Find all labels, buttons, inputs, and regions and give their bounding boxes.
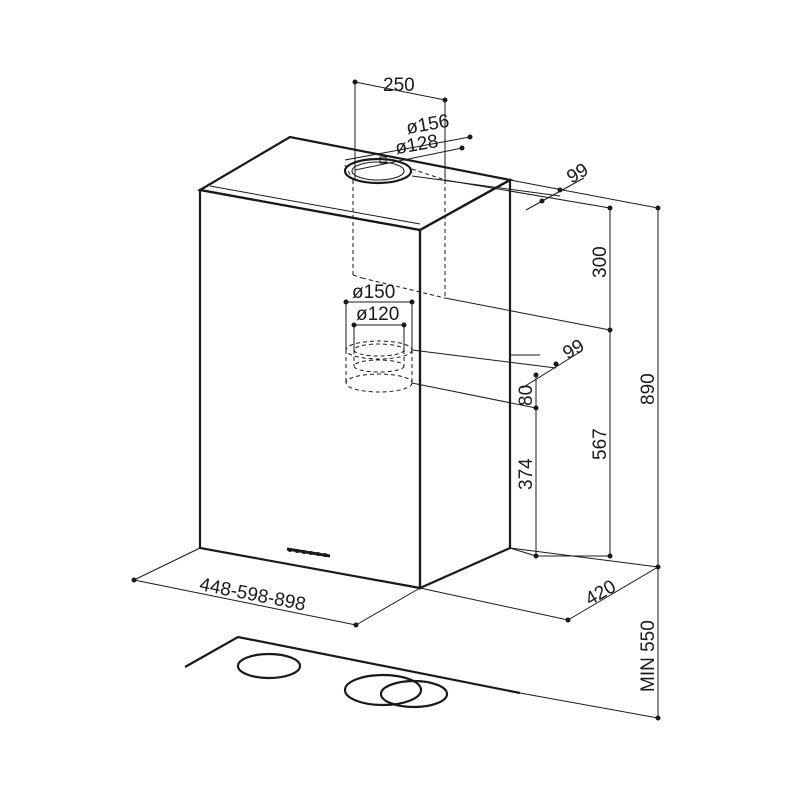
top-outlet-inner-ring — [351, 161, 405, 181]
dim-outlet-height: 80 — [411, 375, 539, 411]
label-inner-top-diameter: ø128 — [394, 131, 440, 159]
hood-body — [196, 135, 514, 590]
label-mid-depth-offset: 99 — [559, 336, 588, 365]
cooktop — [184, 635, 521, 709]
dim-mid-diameters: ø150 ø120 — [343, 282, 415, 350]
dim-chimney-height: 300 — [444, 179, 613, 333]
mid-outlet — [345, 340, 413, 393]
top-outlet-outer-ring — [343, 157, 413, 185]
dim-hood-widths: 448-598-898 — [131, 547, 421, 628]
control-panel — [286, 547, 331, 558]
label-outlet-to-bottom: 374 — [516, 458, 537, 490]
label-outer-mid-diameter: ø150 — [352, 282, 395, 303]
dim-duct-width: 250 — [352, 75, 448, 180]
dim-min-clearance: MIN 550 — [519, 567, 661, 721]
label-hood-depth: 420 — [582, 576, 620, 610]
burner-3 — [379, 679, 449, 709]
dim-total-height: 890 — [509, 179, 661, 570]
label-min-clearance: MIN 550 — [638, 620, 659, 692]
burner-1 — [236, 652, 302, 680]
dim-hood-depth: 420 — [419, 547, 659, 623]
label-outlet-height: 80 — [516, 385, 537, 406]
burner-2 — [343, 673, 423, 707]
dim-mid-depth: 99 — [411, 336, 588, 389]
hood-side-face — [418, 178, 512, 590]
label-chimney-height: 300 — [590, 246, 611, 278]
label-body-height: 567 — [590, 428, 611, 460]
label-total-height: 890 — [638, 373, 659, 405]
dim-body-height: 567 — [536, 330, 613, 559]
dim-outlet-to-bottom: 374 — [509, 408, 539, 559]
label-top-depth-offset: 99 — [563, 160, 592, 189]
hidden-chimney — [344, 164, 446, 299]
dim-top-diameters: ø156 ø128 — [344, 111, 473, 171]
label-inner-mid-diameter: ø120 — [356, 304, 399, 325]
label-duct-width: 250 — [383, 75, 415, 96]
hood-front-face — [198, 188, 422, 590]
hood-top-edge-inner — [209, 185, 421, 225]
label-hood-widths: 448-598-898 — [198, 574, 308, 615]
top-outlet — [343, 156, 413, 185]
